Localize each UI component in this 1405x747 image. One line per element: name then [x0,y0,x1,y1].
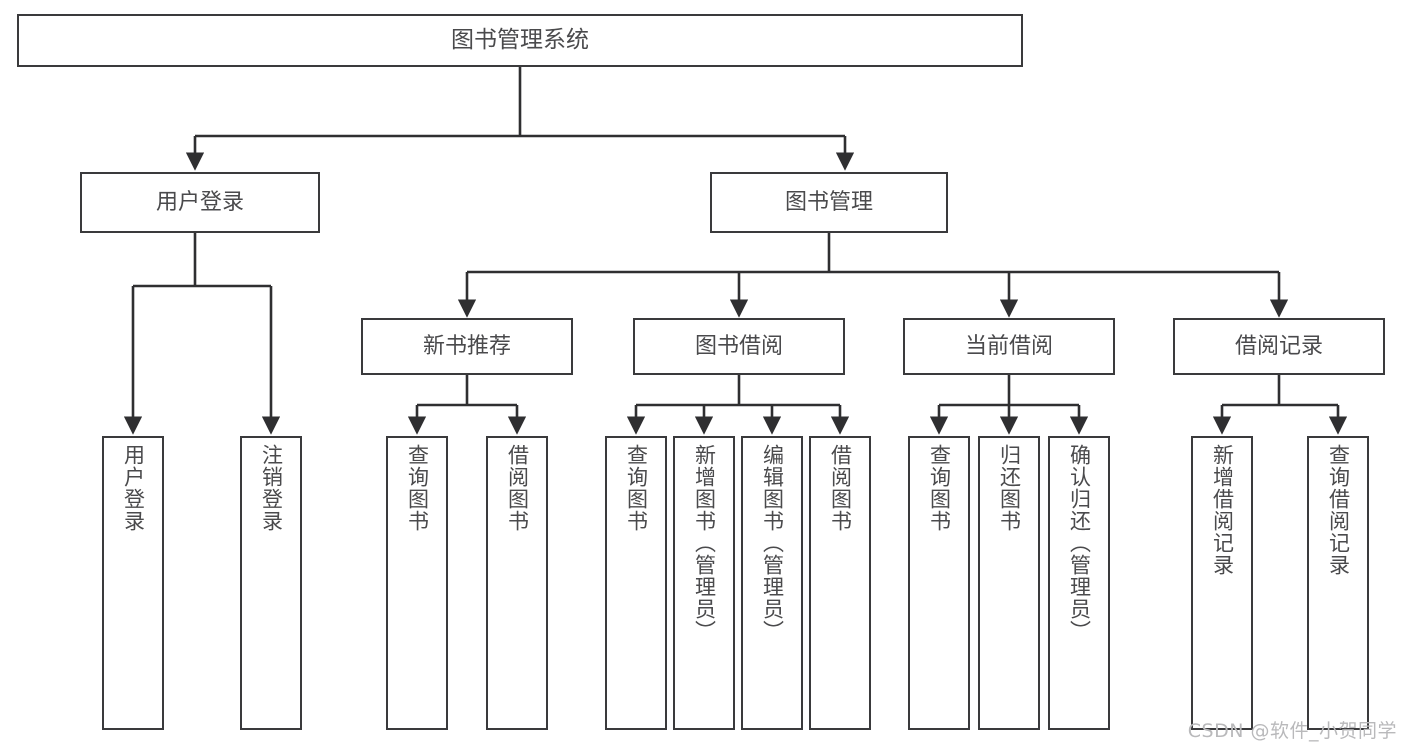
node-leaf-return-book-label: 归还图书 [997,444,1022,532]
node-leaf-query-book-1-label: 查询图书 [405,444,430,532]
watermark-text: CSDN @软件_小贺同学 [1187,720,1397,742]
node-user-login[interactable]: 用户登录 [80,172,320,233]
node-borrow-record[interactable]: 借阅记录 [1173,318,1385,375]
node-leaf-borrow-book-2[interactable]: 借阅图书 [809,436,871,730]
node-book-manage[interactable]: 图书管理 [710,172,948,233]
node-leaf-query-record[interactable]: 查询借阅记录 [1307,436,1369,730]
node-leaf-user-login[interactable]: 用户登录 [102,436,164,730]
node-user-login-label: 用户登录 [155,189,244,215]
node-leaf-query-book-1[interactable]: 查询图书 [386,436,448,730]
node-leaf-query-book-2[interactable]: 查询图书 [605,436,667,730]
node-current-borrow[interactable]: 当前借阅 [903,318,1115,375]
node-leaf-confirm-return-label: 确认归还（管理员） [1067,444,1092,642]
node-borrow-record-label: 借阅记录 [1234,333,1323,359]
node-leaf-add-book[interactable]: 新增图书（管理员） [673,436,735,730]
node-leaf-edit-book[interactable]: 编辑图书（管理员） [741,436,803,730]
node-leaf-return-book[interactable]: 归还图书 [978,436,1040,730]
node-book-borrow[interactable]: 图书借阅 [633,318,845,375]
node-leaf-user-login-label: 用户登录 [121,444,146,532]
node-book-borrow-label: 图书借阅 [694,333,783,359]
node-new-book-recommend[interactable]: 新书推荐 [361,318,573,375]
node-new-book-recommend-label: 新书推荐 [422,333,511,359]
node-leaf-query-book-2-label: 查询图书 [624,444,649,532]
node-root[interactable]: 图书管理系统 [17,14,1023,67]
node-leaf-logout[interactable]: 注销登录 [240,436,302,730]
node-leaf-add-record-label: 新增借阅记录 [1210,444,1235,576]
node-leaf-borrow-book-1-label: 借阅图书 [505,444,530,532]
node-leaf-confirm-return[interactable]: 确认归还（管理员） [1048,436,1110,730]
node-leaf-query-book-3-label: 查询图书 [927,444,952,532]
node-current-borrow-label: 当前借阅 [964,333,1053,359]
node-leaf-query-record-label: 查询借阅记录 [1326,444,1351,576]
node-leaf-borrow-book-2-label: 借阅图书 [828,444,853,532]
node-leaf-borrow-book-1[interactable]: 借阅图书 [486,436,548,730]
node-leaf-add-record[interactable]: 新增借阅记录 [1191,436,1253,730]
node-leaf-logout-label: 注销登录 [259,444,284,532]
node-book-manage-label: 图书管理 [784,189,873,215]
node-leaf-edit-book-label: 编辑图书（管理员） [760,444,785,642]
node-leaf-query-book-3[interactable]: 查询图书 [908,436,970,730]
node-leaf-add-book-label: 新增图书（管理员） [692,444,717,642]
node-root-label: 图书管理系统 [451,26,589,53]
